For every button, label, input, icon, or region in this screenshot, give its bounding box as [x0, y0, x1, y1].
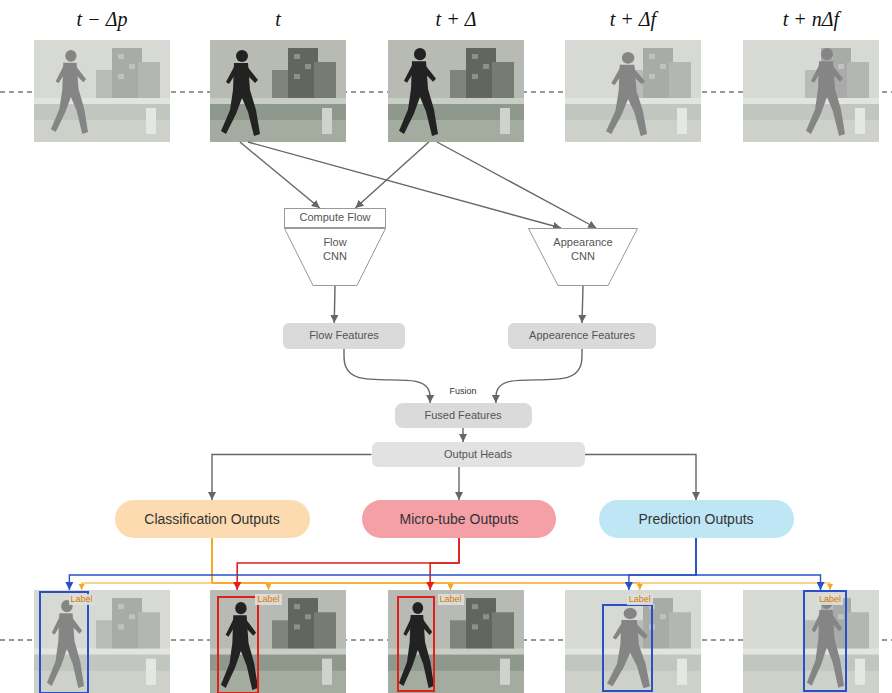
- trapezoid-shape: [285, 229, 386, 286]
- node-label: Prediction Outputs: [638, 511, 753, 528]
- node-label: Compute Flow: [300, 211, 371, 224]
- video-frame: [210, 40, 346, 142]
- video-frame: t − Δp: [34, 40, 170, 142]
- node-label: Flow Features: [309, 329, 379, 342]
- fade: [743, 590, 879, 693]
- arrow-connector: [82, 538, 212, 590]
- class-label: Label: [438, 594, 464, 605]
- arrow-connector: [212, 538, 451, 590]
- video-frame: Label: [743, 590, 879, 693]
- fade: [34, 40, 170, 142]
- node-label: Micro-tube Outputs: [399, 511, 518, 528]
- arrow-connector: [582, 286, 583, 323]
- video-frame: Label: [34, 590, 170, 693]
- time-label: t + nΔf: [743, 7, 879, 31]
- arrow-connector: [629, 538, 696, 590]
- runner: [221, 602, 258, 690]
- cnn-trapezoid: Appearance CNN: [528, 228, 638, 286]
- video-frame: [388, 40, 524, 142]
- arrow-connector: [212, 538, 268, 590]
- arrow-connector: [430, 538, 459, 590]
- arrow-connector: [212, 538, 640, 590]
- video-frame: t: [210, 40, 346, 142]
- fusion-label: Fusion: [449, 386, 476, 396]
- feature-box: Fused Features: [395, 403, 532, 428]
- video-frame: t + Δ: [388, 40, 524, 142]
- arrow-connector: [462, 428, 463, 442]
- runner: [399, 48, 438, 136]
- video-frame: [743, 590, 879, 693]
- runner: [399, 602, 434, 688]
- class-label: Label: [69, 594, 95, 605]
- fade: [34, 590, 170, 693]
- arrow-connector: [69, 538, 696, 590]
- time-label: t + Δ: [388, 7, 524, 31]
- predicted-box: [40, 592, 88, 693]
- output-pill: Micro-tube Outputs: [362, 500, 556, 538]
- arrow-connector: [248, 142, 561, 228]
- arrow-connector: [496, 349, 582, 403]
- class-label: Label: [255, 594, 281, 605]
- micro-tube-box: [218, 597, 258, 693]
- predicted-box: [603, 605, 652, 691]
- time-label: t + Δf: [565, 7, 701, 31]
- process-box: Compute Flow: [284, 208, 386, 228]
- arrow-connector: [458, 467, 459, 500]
- video-frame: Label: [565, 590, 701, 693]
- video-frame: Label: [388, 590, 524, 693]
- video-frame: [565, 40, 701, 142]
- video-frame: Label: [210, 590, 346, 693]
- video-frame: [210, 590, 346, 693]
- video-frame: t + nΔf: [743, 40, 879, 142]
- predicted-box: [804, 591, 846, 691]
- time-label: t: [210, 7, 346, 31]
- trapezoid-shape: [529, 229, 638, 286]
- node-label: Appearance CNN: [548, 236, 618, 264]
- class-label: Label: [817, 594, 843, 605]
- runner: [221, 50, 260, 136]
- arrow-connector: [437, 142, 596, 228]
- output-pill: Classification Outputs: [115, 500, 310, 538]
- node-label: Appearence Features: [529, 329, 635, 342]
- arrow-connector: [237, 538, 459, 590]
- cnn-trapezoid: Flow CNN: [284, 228, 386, 286]
- output-pill: Prediction Outputs: [599, 500, 794, 538]
- arrow-connector: [585, 455, 697, 501]
- micro-tube-box: [398, 597, 434, 691]
- heads-box: Output Heads: [372, 442, 585, 467]
- video-frame: [565, 590, 701, 693]
- video-frame: [743, 40, 879, 142]
- node-label: Output Heads: [444, 448, 512, 461]
- video-frame: t + Δf: [565, 40, 701, 142]
- fade: [565, 590, 701, 693]
- fade: [743, 40, 879, 142]
- arrow-connector: [334, 286, 336, 323]
- feature-box: Flow Features: [283, 323, 405, 349]
- class-label: Label: [627, 594, 653, 605]
- arrow-connector: [240, 142, 320, 208]
- video-frame: [388, 590, 524, 693]
- node-label: Flow CNN: [315, 236, 355, 264]
- node-label: Fused Features: [424, 409, 501, 422]
- video-frame: [34, 590, 170, 693]
- node-label: Classification Outputs: [144, 511, 279, 528]
- arrow-connector: [212, 538, 830, 590]
- arrow-connector: [696, 538, 821, 590]
- time-label: t − Δp: [34, 7, 170, 31]
- arrow-connector: [212, 455, 372, 501]
- video-frame: [34, 40, 170, 142]
- fade: [565, 40, 701, 142]
- feature-box: Appearence Features: [508, 323, 656, 349]
- arrow-connector: [344, 349, 430, 403]
